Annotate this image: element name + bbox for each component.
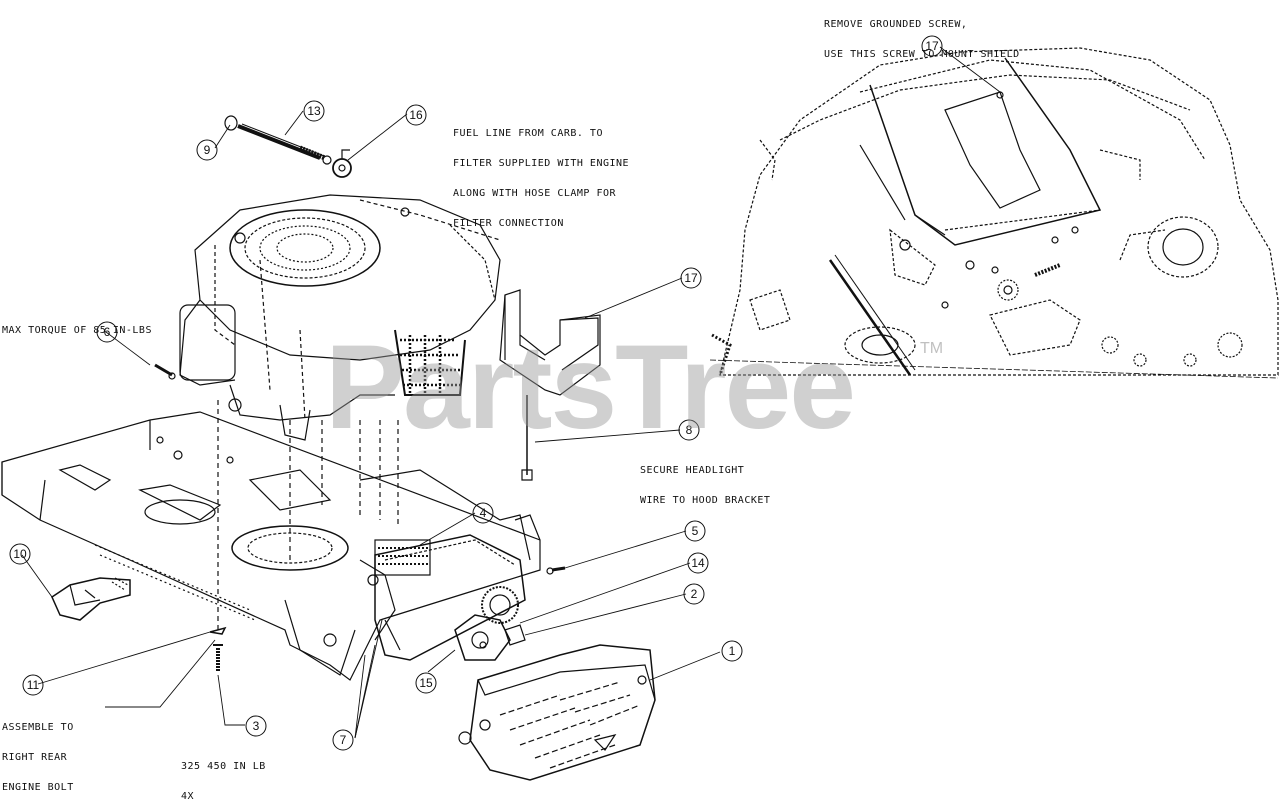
callout-8: 8 — [686, 423, 693, 437]
gasket-illustration — [454, 614, 526, 661]
frame-illustration — [1, 411, 541, 681]
callout-9: 9 — [204, 143, 211, 157]
assemble-note: ASSEMBLE TO RIGHT REAR ENGINE BOLT — [2, 703, 74, 803]
assemble-note-line3: ENGINE BOLT — [2, 782, 74, 793]
shield-17-illustration — [499, 289, 601, 481]
fuel-line-note-line4: FILTER CONNECTION — [453, 218, 564, 229]
callout-7: 7 — [340, 733, 347, 747]
remove-screw-note-line1: REMOVE GROUNDED SCREW, — [824, 19, 968, 30]
bracket-10-illustration — [51, 577, 131, 621]
torque-note-line1: MAX TORQUE OF 85 IN-LBS — [2, 325, 152, 336]
callout-2: 2 — [691, 587, 698, 601]
remove-screw-note: REMOVE GROUNDED SCREW, USE THIS SCREW TO… — [824, 0, 1020, 70]
heat-shield-illustration — [458, 644, 656, 781]
clip-11-illustration — [209, 626, 227, 635]
fuel-line-note-line3: ALONG WITH HOSE CLAMP FOR — [453, 188, 617, 199]
partstree-watermark: PartsTree — [325, 320, 856, 454]
callout-10: 10 — [13, 547, 27, 561]
callout-17-inset: 17 — [925, 39, 939, 53]
assemble-note-line2: RIGHT REAR — [2, 752, 68, 763]
callout-17-shield: 17 — [684, 271, 698, 285]
fuel-line-note-line1: FUEL LINE FROM CARB. TO — [453, 128, 603, 139]
assemble-note-line1: ASSEMBLE TO — [2, 722, 74, 733]
bolt-3-illustration — [213, 644, 223, 672]
leader-lines — [21, 46, 1001, 739]
torque-spec-note-line1: 325 450 IN LB — [181, 761, 266, 772]
callout-11: 11 — [27, 678, 40, 692]
screw-5-illustration — [546, 566, 566, 575]
diagram-drawing: 9 13 16 6 17 8 4 5 14 2 1 15 10 11 3 7 1… — [1, 35, 1279, 781]
hose-clamp-illustration — [332, 149, 352, 178]
callout-1: 1 — [729, 644, 736, 658]
headlight-note: SECURE HEADLIGHT WIRE TO HOOD BRACKET — [640, 446, 770, 516]
headlight-note-line1: SECURE HEADLIGHT — [640, 465, 745, 476]
callout-4: 4 — [480, 506, 487, 520]
callout-circles — [9, 35, 943, 751]
headlight-note-line2: WIRE TO HOOD BRACKET — [640, 495, 771, 506]
remove-screw-note-line2: USE THIS SCREW TO MOUNT SHIELD — [824, 49, 1020, 60]
torque-note: MAX TORQUE OF 85 IN-LBS — [2, 306, 152, 346]
long-bolt-illustration — [224, 115, 332, 165]
callout-13: 13 — [307, 104, 321, 118]
engine-illustration — [179, 194, 501, 441]
trademark-symbol: TM — [920, 340, 944, 357]
callout-5: 5 — [692, 524, 699, 538]
screw-6-illustration — [154, 363, 176, 380]
callout-3: 3 — [253, 719, 260, 733]
torque-spec-note: 325 450 IN LB 4X — [181, 742, 266, 812]
callout-labels: 9 13 16 6 17 8 4 5 14 2 1 15 10 11 3 7 1… — [13, 39, 939, 747]
fuel-line-note: FUEL LINE FROM CARB. TO FILTER SUPPLIED … — [453, 109, 629, 239]
fuel-line-note-line2: FILTER SUPPLIED WITH ENGINE — [453, 158, 630, 169]
inset-installed-view — [709, 47, 1279, 379]
callout-16: 16 — [409, 108, 423, 122]
torque-spec-note-line2: 4X — [181, 791, 195, 802]
callout-15: 15 — [419, 676, 433, 690]
muffler-illustration — [359, 534, 526, 661]
callout-14: 14 — [691, 556, 705, 570]
callout-6: 6 — [104, 325, 111, 339]
